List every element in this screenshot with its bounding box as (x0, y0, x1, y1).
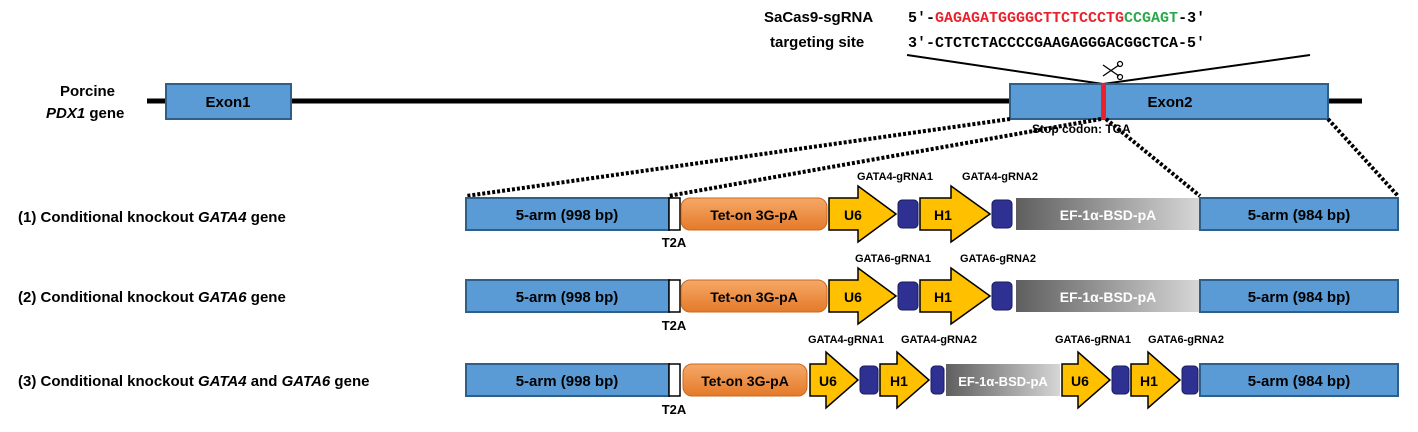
h1-promoter-arrow-a (879, 350, 931, 410)
h1-label: H1 (934, 207, 952, 223)
sgrna-pam: CCGAGT (1124, 10, 1178, 27)
arm-5-label: 5-arm (998 bp) (516, 289, 619, 306)
sgrna-top-strand: 5′-GAGAGATGGGGCTTCTCCCTGCCGAGT-3′ (908, 10, 1205, 27)
arm-3-box (1199, 363, 1399, 397)
target-site-marker (1101, 84, 1106, 119)
exon1-box (165, 83, 292, 120)
teton-box (680, 197, 828, 231)
grna1-box-a (859, 365, 879, 395)
grna2-label: GATA6-gRNA2 (960, 253, 1036, 265)
t2a-box (668, 363, 681, 397)
h1-label-b: H1 (1140, 373, 1158, 389)
grna1-label-b: GATA6-gRNA1 (1055, 334, 1131, 346)
teton-label: Tet-on 3G-pA (710, 207, 798, 223)
arm-3-label: 5-arm (984 bp) (1248, 289, 1351, 306)
grna2-box (991, 281, 1013, 311)
arm-3-box (1199, 279, 1399, 313)
teton-label: Tet-on 3G-pA (701, 373, 789, 389)
species-label: Porcine (60, 83, 115, 100)
u6-promoter-arrow-b (1061, 350, 1112, 410)
arm-3-box (1199, 197, 1399, 231)
grna1-label: GATA6-gRNA1 (855, 253, 931, 265)
construct-1: (1) Conditional knockout GATA4 gene 5-ar… (18, 171, 1399, 250)
h1-label-a: H1 (890, 373, 908, 389)
arm-5-label: 5-arm (998 bp) (516, 373, 619, 390)
arm-5-label: 5-arm (998 bp) (516, 207, 619, 224)
scissors-icon (1102, 60, 1124, 81)
grna2-label-b: GATA6-gRNA2 (1148, 334, 1224, 346)
arm-5-box (465, 363, 670, 397)
grna1-label: GATA4-gRNA1 (857, 171, 933, 183)
teton-box (682, 363, 808, 397)
arm-3-label: 5-arm (984 bp) (1248, 207, 1351, 224)
sgrna-bottom-strand: 3′-CTCTCTACCCCGAAGAGGGACGGCTCA-5′ (908, 35, 1205, 52)
h1-promoter-arrow-b (1130, 350, 1182, 410)
gene-label: PDX1 gene (46, 105, 124, 122)
h1-label: H1 (934, 289, 952, 305)
u6-label-a: U6 (819, 373, 837, 389)
ef1a-bsd-box (946, 364, 1060, 396)
sgrna-protospacer: GAGAGATGGGGCTTCTCCCTG (935, 10, 1124, 27)
exon2-label: Exon2 (1147, 94, 1192, 111)
construct-3: (3) Conditional knockout GATA4 and GATA6… (18, 334, 1399, 417)
grna2-box (991, 199, 1013, 229)
u6-promoter-arrow-a (809, 350, 860, 410)
zoom-line-left (906, 54, 1104, 85)
u6-promoter-arrow (828, 266, 898, 326)
t2a-label: T2A (662, 318, 687, 333)
u6-label: U6 (844, 289, 862, 305)
ef1a-bsd-label: EF-1α-BSD-pA (958, 374, 1048, 389)
grna2-box-a (930, 365, 945, 395)
u6-promoter-arrow (828, 184, 898, 244)
construct-2: (2) Conditional knockout GATA6 gene 5-ar… (18, 253, 1399, 333)
targeting-site-label: targeting site (770, 34, 864, 51)
grna1-label-a: GATA4-gRNA1 (808, 334, 884, 346)
grna2-box-b (1181, 365, 1199, 395)
construct-1-title: (1) Conditional knockout GATA4 gene (18, 209, 286, 226)
u6-label-b: U6 (1071, 373, 1089, 389)
ef1a-bsd-label: EF-1α-BSD-pA (1060, 289, 1157, 305)
h1-promoter-arrow (919, 184, 992, 244)
zoom-line-right (1102, 54, 1311, 85)
grna1-box (897, 199, 919, 229)
t2a-box (668, 279, 681, 313)
arm-5-box (465, 197, 670, 231)
teton-label: Tet-on 3G-pA (710, 289, 798, 305)
construct-2-title: (2) Conditional knockout GATA6 gene (18, 289, 286, 306)
u6-label: U6 (844, 207, 862, 223)
grna1-box-b (1111, 365, 1130, 395)
h1-promoter-arrow (919, 266, 992, 326)
t2a-label: T2A (662, 235, 687, 250)
construct-3-title: (3) Conditional knockout GATA4 and GATA6… (18, 373, 369, 390)
t2a-box (668, 197, 681, 231)
ef1a-bsd-box (1016, 280, 1199, 312)
sgrna-label: SaCas9-sgRNA (764, 9, 873, 26)
arm-3-label: 5-arm (984 bp) (1248, 373, 1351, 390)
grna1-box (897, 281, 919, 311)
t2a-label: T2A (662, 402, 687, 417)
ef1a-bsd-box (1016, 198, 1199, 230)
exon2-box (1009, 83, 1329, 120)
grna2-label: GATA4-gRNA2 (962, 171, 1038, 183)
exon1-label: Exon1 (205, 94, 250, 111)
ef1a-bsd-label: EF-1α-BSD-pA (1060, 207, 1157, 223)
expansion-lines (465, 117, 1400, 198)
grna2-label-a: GATA4-gRNA2 (901, 334, 977, 346)
stop-codon-label: Stop codon: TGA (1032, 122, 1131, 136)
teton-box (680, 279, 828, 313)
